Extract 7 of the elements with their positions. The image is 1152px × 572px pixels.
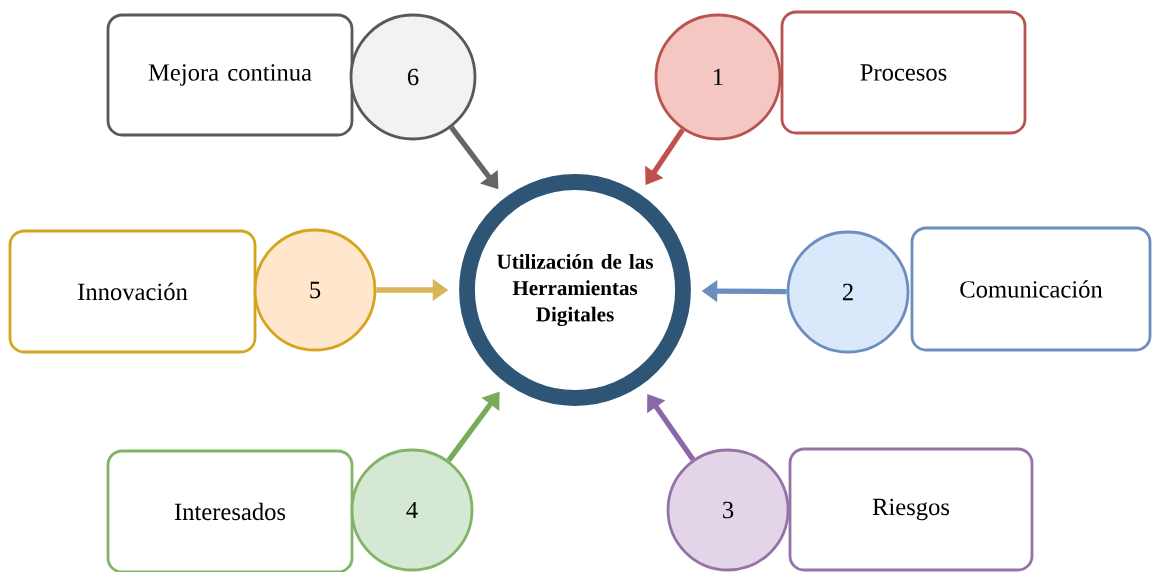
- label-box: Comunicación: [910, 226, 1152, 352]
- label-box: Mejora continua: [106, 13, 354, 137]
- label-box: Innovación: [8, 229, 257, 354]
- label-box: Interesados: [106, 449, 354, 572]
- arrow: [645, 128, 685, 185]
- label-box: Procesos: [780, 10, 1027, 135]
- label-box: Riesgos: [788, 447, 1034, 572]
